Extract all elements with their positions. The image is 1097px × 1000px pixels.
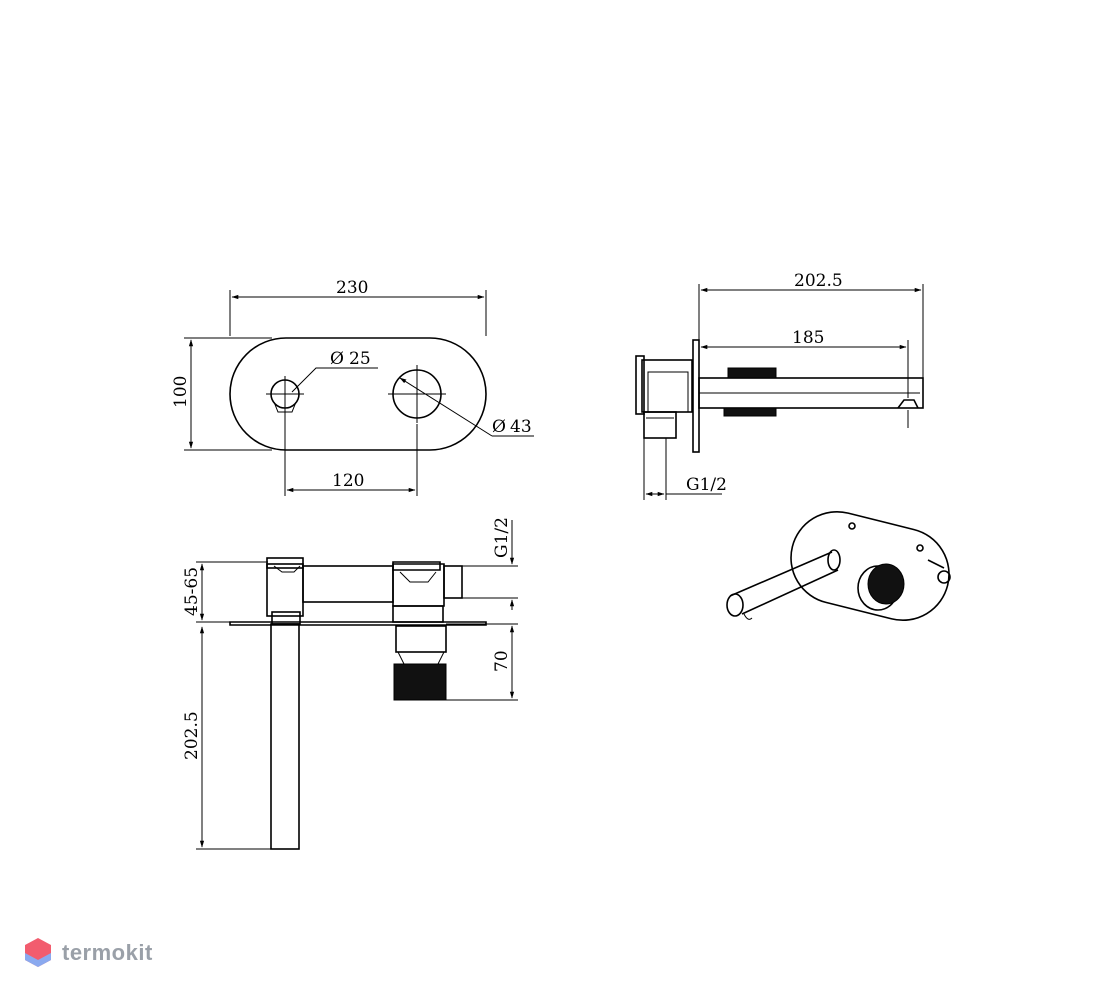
dim-spout-length-185: 185 — [792, 328, 824, 348]
top-view: 45-65 202.5 G1/2 70 — [182, 517, 518, 850]
dim-diameter-43: 43 — [510, 417, 532, 437]
handle-knurled — [393, 663, 447, 701]
spout-top-view — [270, 623, 300, 850]
dim-depth-45-65: 45-65 — [182, 567, 202, 616]
dim-spout-length-202-5-top: 202.5 — [182, 711, 202, 760]
isometric-view — [726, 510, 951, 622]
dim-handle-depth-70: 70 — [492, 650, 512, 672]
dim-thread-g1-2-side: G1/2 — [686, 475, 727, 495]
side-view: 202.5 185 G1/2 — [635, 271, 924, 500]
dim-diameter-symbol-large: Ø — [492, 417, 506, 437]
dim-spacing-120: 120 — [332, 471, 364, 491]
dim-diameter-symbol-small: Ø — [330, 349, 344, 369]
dim-diameter-25: 25 — [349, 349, 371, 369]
dim-height-100: 100 — [171, 376, 191, 408]
wall-plate-outline — [229, 337, 487, 451]
brand-logo-icon — [25, 938, 51, 967]
brand-wordmark: termokit — [62, 940, 153, 965]
dim-width-230: 230 — [336, 278, 368, 298]
dim-total-length-202-5: 202.5 — [794, 271, 843, 291]
front-view: 230 100 Ø 25 Ø 43 120 — [171, 278, 534, 496]
dim-thread-g1-2-top: G1/2 — [492, 517, 512, 558]
